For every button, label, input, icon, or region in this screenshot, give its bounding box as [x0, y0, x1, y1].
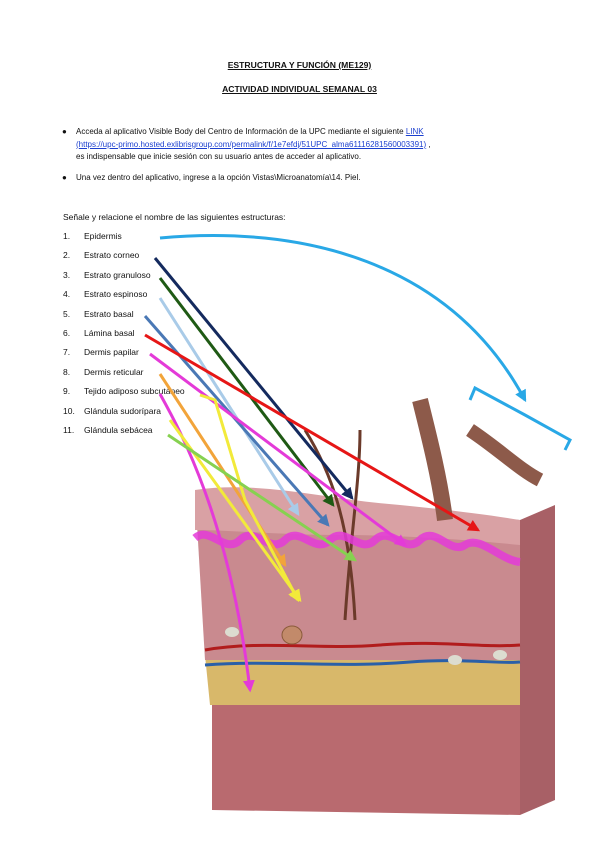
lamellar-corpuscle	[493, 650, 507, 660]
hair-shaft	[412, 398, 453, 521]
epidermis-bracket	[468, 385, 572, 451]
bullet-icon: ●	[62, 173, 67, 182]
lamina-arrow	[144, 333, 481, 532]
sweat-gland	[281, 625, 303, 645]
granuloso-arrow	[158, 277, 335, 507]
instruction-1: Acceda al aplicativo Visible Body del Ce…	[76, 126, 546, 164]
list-item: 8. Dermis reticular	[63, 367, 185, 386]
list-item: 5. Estrato basal	[63, 309, 185, 328]
item-label: Estrato basal	[84, 308, 134, 319]
hypodermis-layer	[212, 700, 520, 815]
task-intro: Señale y relacione el nombre de las sigu…	[63, 212, 286, 222]
instruction-1-tail: ,	[426, 139, 431, 149]
list-item: 6. Lámina basal	[63, 328, 185, 347]
adiposo-arrow	[158, 393, 255, 693]
item-label: Epidermis	[84, 231, 122, 241]
hair-strand	[343, 429, 362, 621]
list-item: 4. Estrato espinoso	[63, 289, 185, 308]
item-number: 6.	[63, 327, 71, 338]
structure-list: 1. Epidermis 2. Estrato corneo 3. Estrato g…	[63, 231, 185, 444]
item-label: Tejido adiposo subcutáneo	[84, 386, 185, 397]
fat-layer	[205, 655, 520, 705]
item-number: 9.	[63, 386, 71, 397]
blood-vessel	[204, 659, 521, 667]
instruction-2: Una vez dentro del aplicativo, ingrese a…	[76, 173, 361, 182]
sebacea-arrow	[167, 433, 357, 562]
item-label: Estrato espinoso	[84, 289, 148, 300]
skin-block	[195, 398, 555, 815]
list-item: 1. Epidermis	[63, 231, 185, 250]
list-item: 2. Estrato corneo	[63, 250, 185, 269]
epidermis-arrow	[159, 234, 527, 403]
skin-side-face	[520, 505, 555, 815]
item-label: Glándula sebácea	[84, 424, 153, 435]
instruction-1-text: Acceda al aplicativo Visible Body del Ce…	[76, 127, 406, 136]
item-number: 7.	[63, 347, 71, 358]
hair-strand	[303, 429, 357, 621]
item-label: Dermis reticular	[84, 366, 144, 377]
bullet-icon: ●	[62, 127, 67, 136]
link-anchor[interactable]: LINK	[405, 127, 424, 136]
list-item: 11. Glándula sebácea	[63, 425, 185, 444]
item-number: 2.	[63, 250, 71, 261]
epidermis-surface	[195, 487, 520, 545]
list-item: 3. Estrato granuloso	[63, 270, 185, 289]
course-title: ESTRUCTURA Y FUNCIÓN (ME129)	[227, 60, 372, 70]
sudoripara-arrow	[199, 393, 300, 603]
item-number: 1.	[63, 231, 71, 241]
papillary-dermis-wave	[192, 530, 521, 566]
list-item: 7. Dermis papilar	[63, 347, 185, 366]
item-label: Dermis papilar	[84, 347, 139, 358]
item-number: 5.	[63, 308, 71, 319]
item-label: Estrato corneo	[84, 250, 140, 261]
corneo-arrow	[153, 257, 354, 500]
item-label: Lámina basal	[84, 327, 135, 338]
instruction-1-line3: es indispensable que inicie sesión con s…	[76, 152, 362, 161]
list-item: 9. Tejido adiposo subcutáneo	[63, 386, 185, 405]
hair-shaft	[466, 424, 544, 487]
lamellar-corpuscle	[448, 655, 462, 665]
link-url[interactable]: (https://upc-primo.hosted.exlibrisgroup.…	[76, 139, 427, 149]
item-number: 4.	[63, 289, 71, 300]
item-label: Glándula sudorípara	[84, 405, 162, 416]
blood-vessel	[204, 641, 521, 652]
item-number: 10.	[63, 405, 75, 416]
item-number: 8.	[63, 366, 71, 377]
espinoso-arrow	[158, 297, 300, 517]
activity-title: ACTIVIDAD INDIVIDUAL SEMANAL 03	[222, 84, 377, 94]
item-number: 11.	[63, 424, 75, 435]
papilar-arrow	[149, 352, 407, 547]
lamellar-corpuscle	[225, 627, 239, 637]
list-item: 10. Glándula sudorípara	[63, 406, 185, 425]
item-number: 3.	[63, 269, 71, 280]
item-label: Estrato granuloso	[84, 269, 151, 280]
